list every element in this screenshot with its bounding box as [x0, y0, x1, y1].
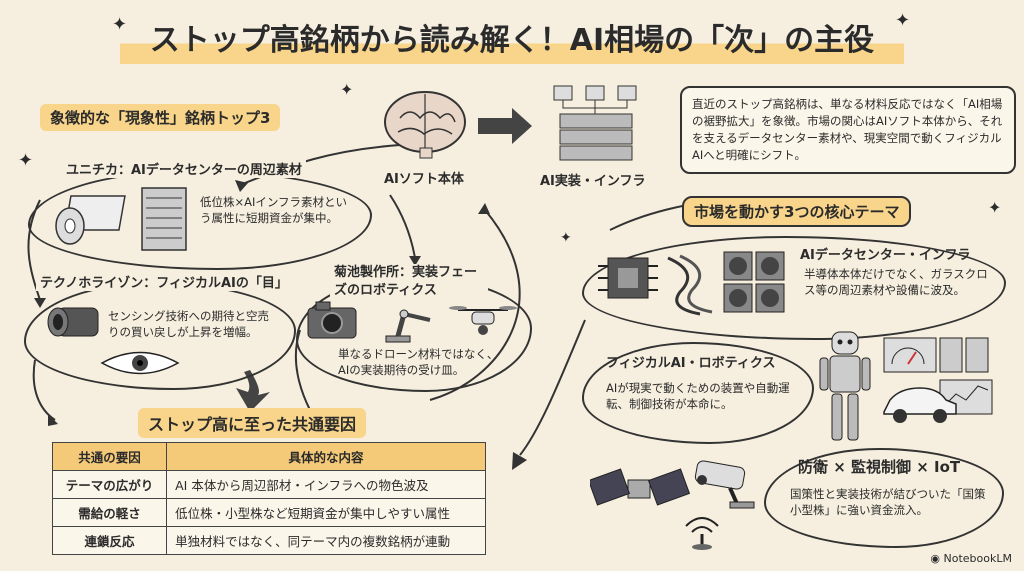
table-header-row: 共通の要因 具体的な内容 — [51, 442, 486, 471]
server-rack-icon — [141, 187, 187, 251]
col-header-detail: 具体的な内容 — [166, 442, 486, 471]
server-cluster-icon — [553, 85, 637, 161]
unitika-label: ユニチカ：AIデータセンターの周辺素材 — [62, 159, 306, 178]
wireless-antenna-icon — [685, 517, 719, 550]
satellite-icon — [590, 468, 690, 506]
fan-array-icon — [723, 251, 785, 313]
factor-name: 需給の軽さ — [51, 498, 168, 527]
table-row: 需給の軽さ 低位株・小型株など短期資金が集中しやすい属性 — [51, 498, 486, 527]
col-header-factor: 共通の要因 — [51, 442, 168, 471]
theme-physical-text: AIが現実で動くための装置や自動運転、制御技術が本命に。 — [606, 381, 790, 411]
theme-defense-text: 国策性と実装技術が結びついた「国策小型株」に強い資金流入。 — [790, 487, 986, 517]
sparkle-icon: ✦ — [988, 198, 1002, 217]
drone-icon — [449, 306, 517, 335]
eye-icon — [100, 351, 180, 375]
theme-physical-group — [582, 342, 814, 444]
kikuchi-text: 単なるドローン材料ではなく、AIの実装期待の受け皿。 — [338, 347, 499, 377]
security-camera-icon — [694, 460, 755, 509]
humanoid-robot-icon — [819, 331, 871, 441]
flow-soft-label: AIソフト本体 — [384, 172, 464, 187]
unitika-text: 低位株×AIインフラ素材という属性に短期資金が集中。 — [200, 195, 348, 225]
techno-label: テクノホライゾン：フィジカルAIの「目」 — [36, 272, 292, 291]
sparkle-icon: ✦ — [560, 230, 572, 246]
theme-defense-label: 防衛 × 監視制御 × IoT — [798, 458, 961, 476]
table-row: テーマの広がり AI 本体から周辺部材・インフラへの物色波及 — [51, 470, 486, 499]
factors-heading: ストップ高に至った共通要因 — [138, 408, 367, 438]
control-panel-icon — [883, 337, 993, 415]
theme-dc-group — [582, 236, 1006, 340]
kikuchi-label: 菊池製作所：実装フェーズのロボティクス — [330, 264, 488, 300]
sparkle-icon: ✦ — [112, 14, 128, 35]
table-row: 連鎖反応 単独材料ではなく、同テーマ内の複数銘柄が連動 — [51, 526, 486, 555]
lens-icon — [47, 307, 99, 337]
robot-arm-icon — [385, 309, 431, 343]
brand-logo: ◉ NotebookLM — [930, 552, 1012, 565]
brain-icon — [384, 91, 466, 159]
factor-detail: 単独材料ではなく、同テーマ内の複数銘柄が連動 — [166, 526, 486, 555]
cable-icon — [667, 254, 713, 316]
notebook-icon: ◉ — [930, 552, 941, 565]
theme-dc-text: 半導体本体だけでなく、ガラスクロス等の周辺素材や設備に波及。 — [804, 267, 988, 297]
sparkle-icon: ✦ — [895, 10, 911, 31]
car-icon — [883, 387, 957, 423]
themes-heading: 市場を動かす3つの核心テーマ — [682, 196, 912, 227]
intro-text: 直近のストップ高銘柄は、単なる材料反応ではなく「AI相場の裾野拡大」を象徴。市場… — [680, 86, 1016, 174]
factor-detail: 低位株・小型株など短期資金が集中しやすい属性 — [166, 498, 486, 527]
factors-table: 共通の要因 具体的な内容 テーマの広がり AI 本体から周辺部材・インフラへの物… — [51, 442, 486, 555]
factor-name: 連鎖反応 — [51, 526, 168, 555]
chip-icon — [598, 257, 658, 299]
camera-icon — [307, 301, 357, 339]
top3-heading: 象徴的な「現象性」銘柄トップ3 — [40, 104, 281, 131]
theme-physical-label: フィジカルAI・ロボティクス — [606, 356, 776, 371]
sparkle-icon: ✦ — [340, 80, 354, 99]
factor-name: テーマの広がり — [51, 470, 168, 499]
factor-detail: AI 本体から周辺部材・インフラへの物色波及 — [166, 470, 486, 499]
theme-dc-label: AIデータセンター・インフラ — [800, 248, 971, 263]
page-title: ストップ高銘柄から読み解く！AI相場の「次」の主役 — [120, 18, 904, 64]
techno-text: センシング技術への期待と空売りの買い戻しが上昇を増幅。 — [108, 309, 269, 339]
brand-name: NotebookLM — [943, 552, 1012, 565]
theme-defense-group — [764, 448, 1004, 548]
fabric-roll-icon — [55, 195, 126, 245]
flow-infra-label: AI実装・インフラ — [540, 174, 646, 189]
sparkle-icon: ✦ — [18, 150, 34, 171]
